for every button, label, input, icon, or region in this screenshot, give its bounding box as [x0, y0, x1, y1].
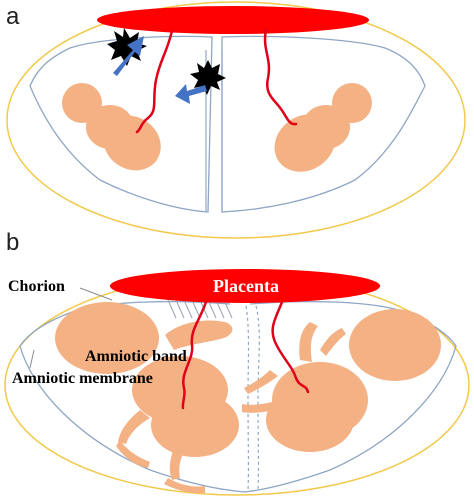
amniotic-membrane-label: Amniotic membrane — [12, 370, 153, 387]
panel-b-placenta — [110, 269, 380, 303]
panel-a-cord-left — [135, 29, 174, 134]
panel-a-fetus-right — [274, 83, 372, 172]
panel-a-placenta — [97, 6, 369, 34]
panel-a: a — [6, 1, 466, 239]
panel-a-letter: a — [6, 3, 20, 30]
panel-b-fetus-right — [242, 309, 441, 452]
panel-b-cord-right — [271, 300, 310, 394]
panel-a-injury-burst-2 — [190, 60, 226, 95]
chorion-leader-line — [79, 287, 113, 301]
chorion-label: Chorion — [8, 278, 65, 295]
panel-a-chorion — [6, 1, 466, 239]
panel-a-cord-right — [263, 28, 298, 126]
amniotic-band-label: Amniotic band — [85, 348, 187, 365]
panel-a-arrow-1 — [113, 36, 144, 76]
placenta-label: Placenta — [213, 276, 279, 296]
panel-b-torn-amnion — [167, 299, 233, 319]
panel-a-amnion-right — [221, 35, 426, 213]
amniotic-membrane-leader-line — [29, 349, 35, 369]
panel-b: b — [4, 229, 470, 496]
panel-b-divider-1 — [245, 305, 250, 491]
panel-b-letter: b — [6, 229, 19, 256]
panel-b-divider-2 — [255, 305, 260, 491]
panel-b-fetus-left — [55, 302, 239, 494]
panel-a-fetus-left — [62, 83, 161, 171]
panel-b-amnion-right — [244, 300, 457, 493]
panel-b-cord-left — [181, 300, 208, 410]
panel-a-injury-burst-1 — [107, 28, 147, 66]
panel-a-arrow-2 — [175, 84, 207, 104]
